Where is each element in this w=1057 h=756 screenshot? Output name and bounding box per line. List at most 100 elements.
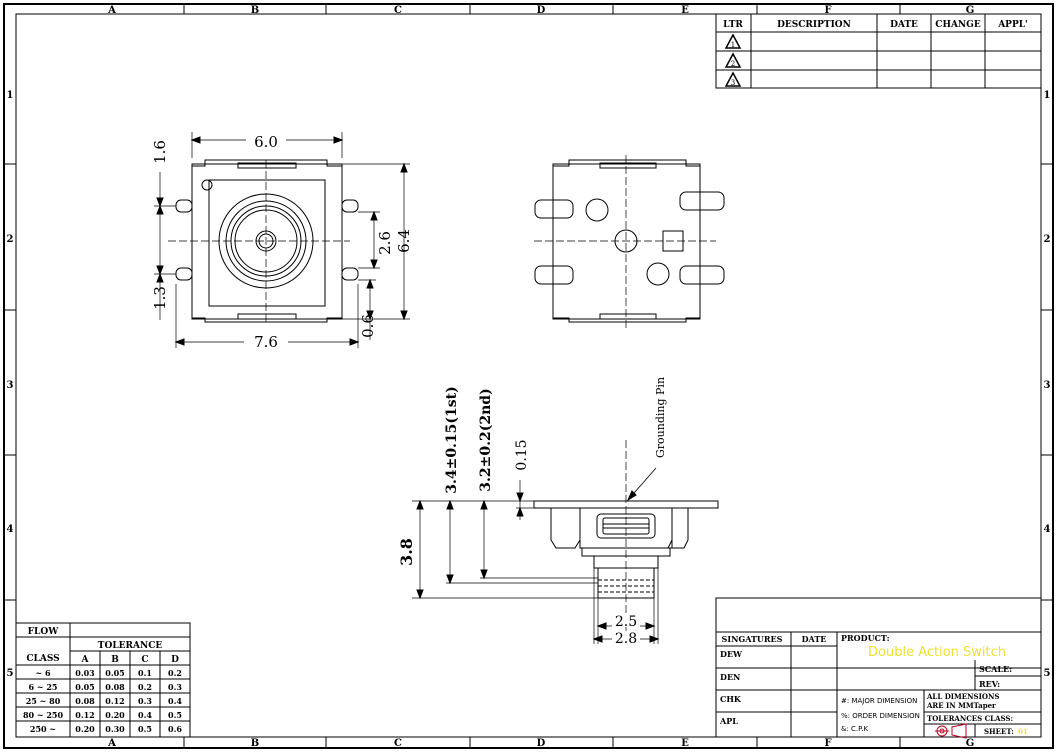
major-dimension-note: #: MAJOR DIMENSION — [841, 697, 917, 705]
tol-cell: 0.12 — [105, 696, 124, 706]
tol-cell: 0.1 — [138, 668, 152, 678]
bottom-view — [534, 155, 725, 328]
dim-width-bottom: 7.6 — [254, 333, 278, 351]
dim-right-c: 0.6 — [359, 314, 377, 338]
dim-total-height: 3.8 — [397, 538, 416, 566]
rev-label: REV: — [979, 679, 1000, 689]
row-label-right: 1 — [1044, 90, 1051, 101]
row-label-left: 5 — [7, 668, 14, 679]
tol-class: ~ 6 — [35, 668, 50, 678]
col-label-top: A — [107, 5, 116, 16]
row-label-left: 1 — [7, 90, 14, 101]
inner-border — [15, 13, 1042, 738]
tol-cell: 0.2 — [138, 682, 152, 692]
dim-height-1st: 3.4±0.15(1st) — [444, 386, 460, 494]
all-dims-2: ARE IN MMTaper — [926, 701, 996, 710]
row-label-left: 2 — [7, 234, 14, 245]
row-label-right: 3 — [1044, 380, 1051, 391]
tol-cell: 0.5 — [138, 724, 152, 734]
all-dims-1: ALL DIMENSIONS — [926, 692, 999, 701]
col-label-top: D — [537, 5, 546, 16]
svg-text:1: 1 — [731, 41, 735, 49]
col-label-top: F — [824, 5, 831, 16]
tol-cell: 0.03 — [75, 668, 95, 678]
tol-cell: 0.12 — [75, 710, 94, 720]
outer-border — [3, 3, 1054, 749]
rev-header-appl: APPL' — [997, 20, 1028, 30]
tolerance-table: FLOW CLASS TOLERANCE A B C D ~ 6 0.03 0.… — [15, 622, 191, 738]
side-view: Grounding Pin 3.8 3.4±0.15(1st) 3.2±0.2(… — [397, 377, 719, 647]
svg-text:3: 3 — [731, 79, 735, 87]
dim-width-outer: 2.8 — [615, 631, 637, 647]
svg-text:2: 2 — [731, 60, 735, 68]
dim-right-a: 2.6 — [376, 231, 394, 255]
tol-cell: 0.2 — [168, 668, 182, 678]
tol-cell: 0.08 — [75, 696, 95, 706]
tol-cell: 0.20 — [75, 724, 95, 734]
role-apl: APL — [719, 716, 738, 726]
sheet-number: 01 — [1018, 727, 1028, 736]
dim-left-top: 1.6 — [151, 140, 169, 164]
row-label-left: 4 — [7, 524, 14, 535]
tol-class: 250 ~ — [30, 724, 56, 734]
col-label-bottom: C — [394, 738, 402, 749]
row-label-right: 2 — [1044, 234, 1051, 245]
row-numbers: 1 2 3 4 5 1 2 3 4 5 — [7, 90, 1051, 679]
col-label-top: B — [251, 5, 259, 16]
cpk-note: &: C.P.K — [841, 725, 869, 733]
class-label: CLASS — [26, 654, 59, 664]
order-dimension-note: %: ORDER DIMENSION — [841, 712, 920, 720]
tol-class: 6 ~ 25 — [29, 682, 58, 692]
revision-table: LTR DESCRIPTION DATE CHANGE APPL' 1 2 3 — [715, 13, 1042, 89]
grounding-pin-label: Grounding Pin — [654, 377, 667, 458]
dim-height-2nd: 3.2±0.2(2nd) — [478, 388, 494, 491]
tol-cell: 0.3 — [168, 682, 182, 692]
tol-class: 80 ~ 250 — [23, 710, 64, 720]
col-label-top: G — [966, 5, 975, 16]
col-label-bottom: A — [107, 738, 116, 749]
tol-class: 25 ~ 80 — [26, 696, 61, 706]
dim-left-bottom: 1.3 — [151, 286, 169, 310]
tol-col: A — [81, 655, 90, 665]
rev-header-date: DATE — [890, 20, 918, 30]
tol-col: D — [171, 655, 179, 665]
tol-class-label: TOLERANCES CLASS: — [927, 714, 1013, 723]
dim-width-top: 6.0 — [254, 133, 278, 151]
revision-triangle-icon: 2 — [724, 52, 742, 68]
revision-triangle-icon: 1 — [724, 33, 742, 49]
sheet-label: SHEET: — [984, 727, 1014, 736]
dim-height-small: 0.15 — [514, 439, 530, 470]
tol-cell: 0.05 — [105, 668, 124, 678]
tol-cell: 0.08 — [105, 682, 125, 692]
row-ticks — [4, 163, 1053, 601]
role-chk: CHK — [720, 694, 742, 704]
col-label-bottom: F — [824, 738, 831, 749]
rev-header-ltr: LTR — [723, 20, 743, 30]
col-label-bottom: E — [681, 738, 689, 749]
projection-symbol-icon — [935, 723, 967, 739]
col-label-top: C — [394, 5, 402, 16]
col-label-bottom: G — [966, 738, 975, 749]
product-label: PRODUCT: — [841, 633, 890, 643]
tolerance-label: TOLERANCE — [98, 641, 163, 651]
tol-cell: 0.4 — [168, 696, 182, 706]
row-label-right: 5 — [1044, 668, 1051, 679]
col-label-top: E — [681, 5, 689, 16]
column-letters: A B C D E F G A B C D E F G — [107, 5, 974, 749]
tol-cell: 0.3 — [138, 696, 152, 706]
role-den: DEN — [720, 672, 740, 682]
role-dew: DEW — [720, 649, 743, 659]
tol-cell: 0.4 — [138, 710, 152, 720]
title-block: SINGATURES DATE PRODUCT: DEW DEN CHK APL… — [715, 597, 1042, 739]
scale-label: SCALE: — [979, 664, 1012, 674]
rev-header-description: DESCRIPTION — [777, 20, 851, 30]
product-name: Double Action Switch — [868, 645, 1006, 660]
rev-header-change: CHANGE — [935, 20, 981, 30]
tol-cell: 0.05 — [75, 682, 94, 692]
col-label-bottom: D — [537, 738, 546, 749]
flow-label: FLOW — [28, 627, 60, 637]
col-label-bottom: B — [251, 738, 259, 749]
row-label-left: 3 — [7, 380, 14, 391]
dim-right-b: 6.4 — [395, 229, 413, 253]
